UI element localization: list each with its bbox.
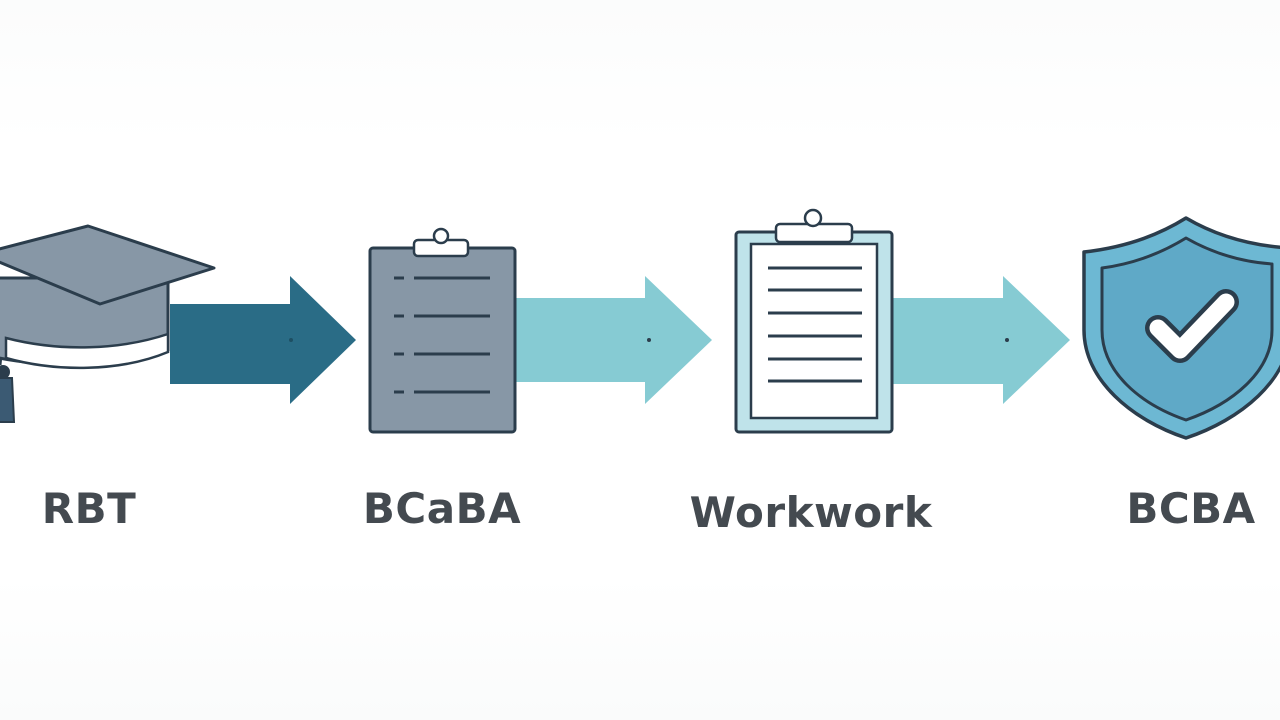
arrow-right-icon xyxy=(515,276,712,404)
stage-label-bcaba: BCaBA xyxy=(362,484,522,533)
stage-label-rbt: RBT xyxy=(41,484,137,533)
stage-label-workwork: Workwork xyxy=(689,488,933,537)
stage-label-bcba: BCBA xyxy=(1126,484,1256,533)
arrow-right-icon xyxy=(892,276,1070,404)
clipboard-checklist-icon xyxy=(368,227,517,434)
arrow-right-icon xyxy=(170,276,356,404)
shield-check-icon xyxy=(1082,216,1280,440)
graduation-cap-icon xyxy=(0,224,216,423)
clipboard-document-icon xyxy=(734,208,894,434)
